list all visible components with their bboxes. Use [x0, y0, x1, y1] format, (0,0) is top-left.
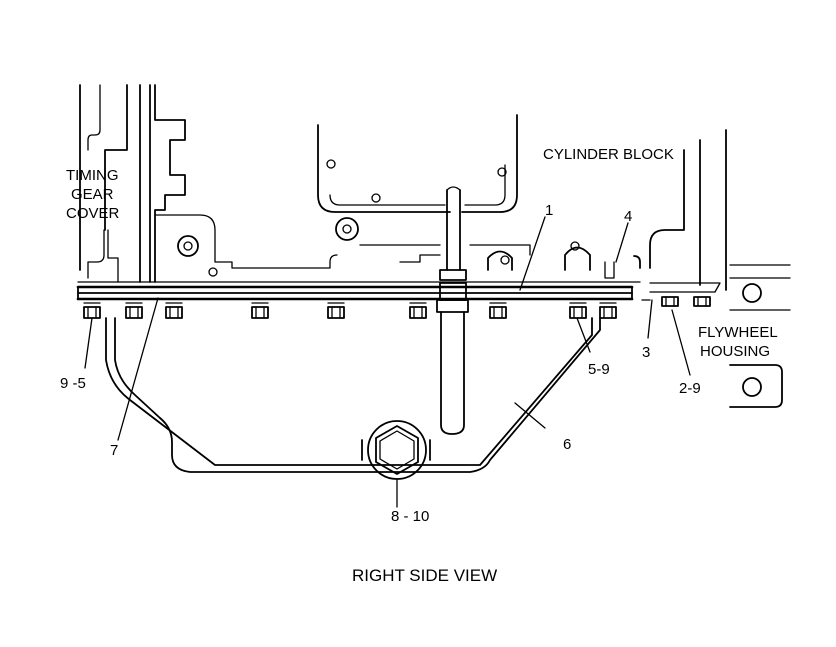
callout-9-5: 9 -5 [60, 375, 86, 392]
callout-5-9: 5-9 [588, 361, 610, 378]
housing-label-line2: HOUSING [700, 343, 770, 360]
bolt-1 [83, 302, 101, 319]
callout-2-9: 2-9 [679, 380, 701, 397]
cylinder-block-label: CYLINDER BLOCK [543, 146, 674, 163]
bolt-5 [327, 302, 345, 319]
flywheel-bolt-right [693, 296, 711, 307]
bolt-9 [599, 302, 617, 319]
timing-gear-cover [79, 84, 338, 283]
timing-label-line1: TIMING [66, 167, 119, 184]
bolt-3 [165, 302, 183, 319]
cover-label-line3: COVER [66, 205, 120, 222]
oil-pan-body [105, 317, 601, 480]
bolt-7 [489, 302, 507, 319]
callout-1: 1 [545, 202, 553, 219]
oil-pan-gasket [76, 281, 641, 301]
callout-8-10: 8 - 10 [391, 508, 429, 525]
suction-tube [436, 186, 469, 435]
bolt-8 [569, 302, 587, 319]
bolt-6 [409, 302, 427, 319]
gear-label-line2: GEAR [71, 186, 114, 203]
flywheel-housing [641, 129, 791, 408]
callout-3: 3 [642, 344, 650, 361]
leader-lines [84, 216, 691, 508]
drain-plug [367, 420, 427, 480]
flywheel-bolt-left [661, 296, 679, 307]
flange-bolts [83, 302, 617, 319]
cylinder-block [317, 114, 641, 279]
callout-6: 6 [563, 436, 571, 453]
bolt-4 [251, 302, 269, 319]
flywheel-label-line1: FLYWHEEL [698, 324, 778, 341]
callout-7: 7 [110, 442, 118, 459]
bolt-2 [125, 302, 143, 319]
view-caption: RIGHT SIDE VIEW [352, 566, 497, 585]
callout-4: 4 [624, 208, 632, 225]
